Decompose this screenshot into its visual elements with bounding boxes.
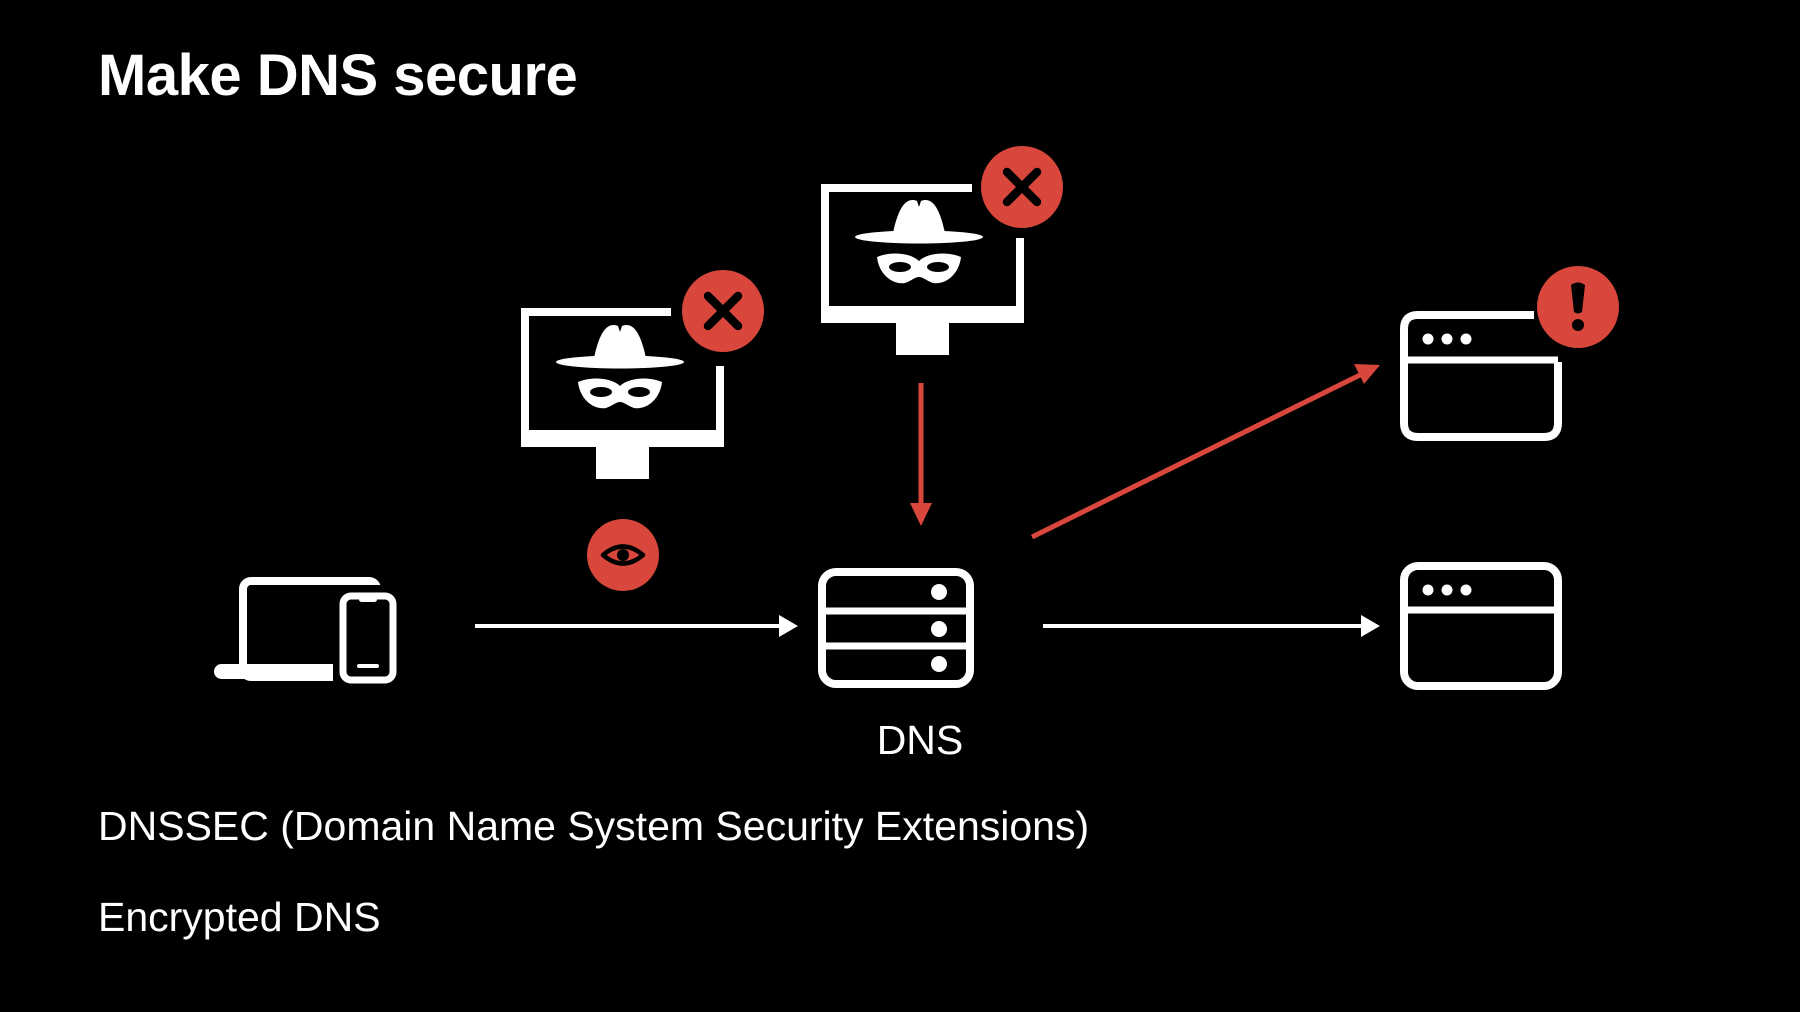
arrow-attack-to-dns (910, 383, 932, 526)
arrow-dns-to-malicious-site (1030, 364, 1380, 540)
blocked-x-icon-1 (682, 270, 764, 352)
bullet-encrypted-dns: Encrypted DNS (98, 894, 381, 940)
warning-exclamation-icon (1537, 266, 1619, 348)
arrow-device-to-dns (475, 615, 798, 637)
bullet-dnssec: DNSSEC (Domain Name System Security Exte… (98, 803, 1090, 849)
eavesdropper-monitor-icon-1 (521, 308, 724, 479)
blocked-x-icon-2 (981, 146, 1063, 228)
dns-label: DNS (876, 717, 964, 763)
browser-window-icon-malicious (1400, 311, 1562, 441)
laptop-phone-icon (214, 577, 403, 695)
browser-window-icon (1400, 562, 1562, 690)
dns-server-icon (818, 568, 974, 688)
eye-icon (587, 519, 659, 591)
eavesdropper-monitor-icon-2 (821, 184, 1024, 355)
arrow-dns-to-site (1043, 615, 1380, 637)
slide-title: Make DNS secure (98, 43, 578, 108)
